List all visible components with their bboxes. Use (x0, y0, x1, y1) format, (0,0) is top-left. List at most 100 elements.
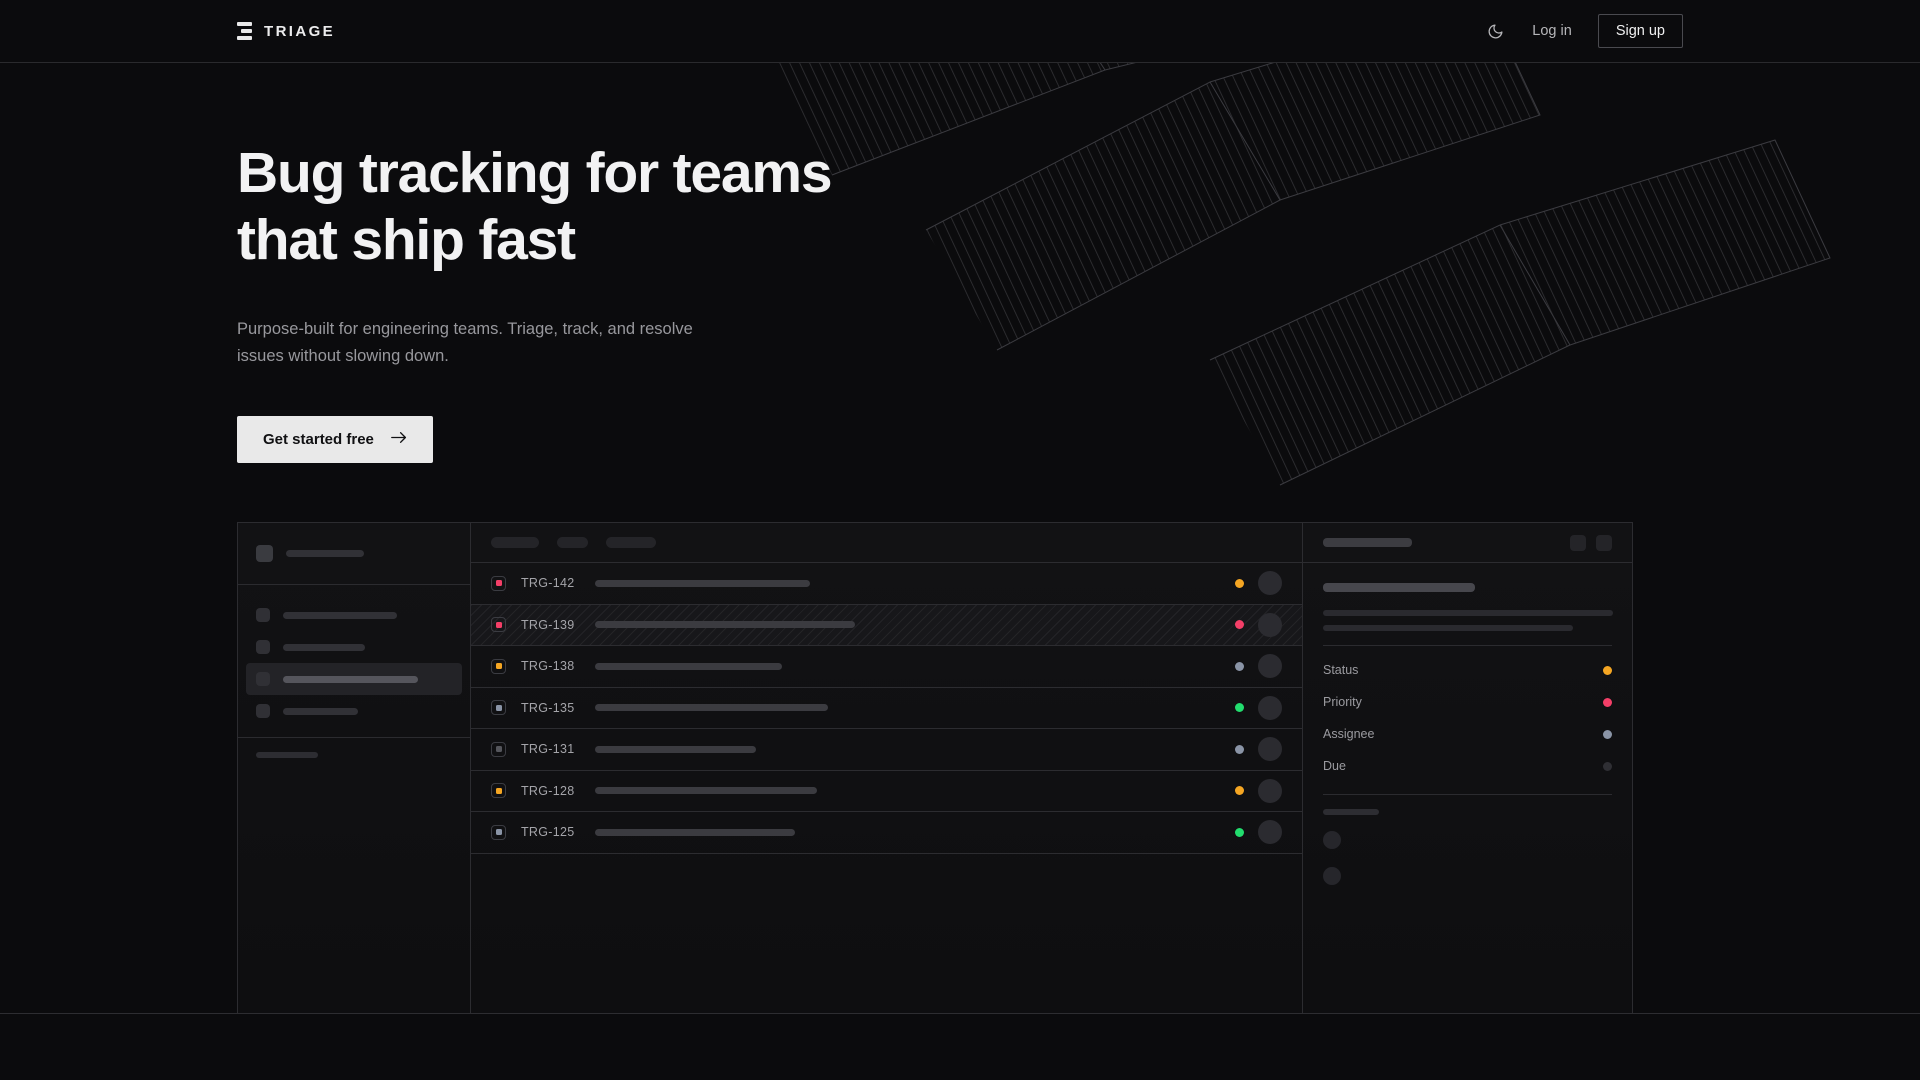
issue-status-dot (1235, 786, 1244, 795)
sidebar-project-dots (256, 780, 452, 840)
issue-status-dot (1235, 620, 1244, 629)
meta-label: Priority (1323, 695, 1362, 709)
detail-action-buttons[interactable] (1570, 535, 1612, 551)
sidebar-project-item[interactable] (256, 800, 452, 820)
cta-label: Get started free (263, 431, 374, 448)
sidebar-nav-item[interactable] (246, 631, 462, 663)
nav-item-icon (256, 608, 270, 622)
issue-type-icon (491, 576, 506, 591)
sidebar-section-label (256, 752, 318, 758)
issue-id: TRG-131 (521, 742, 583, 756)
detail-title-placeholder (1323, 538, 1412, 547)
issue-id: TRG-142 (521, 576, 583, 590)
assignee-avatar[interactable] (1258, 654, 1282, 678)
assignee-avatar[interactable] (1258, 779, 1282, 803)
assignee-avatar[interactable] (1258, 571, 1282, 595)
detail-comment-avatar (1323, 867, 1341, 885)
issue-status-dot (1235, 662, 1244, 671)
mockup-sidebar (238, 523, 471, 1014)
app-icon-placeholder (256, 545, 273, 562)
issue-row[interactable]: TRG-142 (471, 563, 1302, 605)
issue-type-icon (491, 617, 506, 632)
mockup-detail-panel: StatusPriorityAssigneeDue (1302, 523, 1632, 1014)
detail-text-line (1323, 610, 1613, 616)
issue-row[interactable]: TRG-125 (471, 812, 1302, 854)
issue-status-dot (1235, 703, 1244, 712)
issue-type-icon (491, 659, 506, 674)
nav-item-icon (256, 640, 270, 654)
page-bottom-divider (0, 1013, 1920, 1014)
detail-action-button[interactable] (1596, 535, 1612, 551)
issue-title-placeholder (595, 746, 756, 753)
issue-row[interactable]: TRG-138 (471, 646, 1302, 688)
app-name-placeholder (286, 550, 364, 557)
issue-row[interactable]: TRG-139 (471, 605, 1302, 647)
issue-row[interactable]: TRG-135 (471, 688, 1302, 730)
detail-meta-list: StatusPriorityAssigneeDue (1323, 654, 1612, 782)
issue-status-dot (1235, 579, 1244, 588)
assignee-avatar[interactable] (1258, 737, 1282, 761)
sidebar-project-item[interactable] (256, 820, 452, 840)
headline-line-2: that ship fast (237, 208, 575, 272)
nav-item-label-placeholder (283, 708, 358, 715)
page-title: Bug tracking for teams that ship fast (237, 140, 877, 273)
hero-subhead: Purpose-built for engineering teams. Tri… (237, 316, 707, 369)
detail-meta-row[interactable]: Status (1323, 654, 1612, 686)
mockup-sidebar-logo (256, 545, 452, 562)
sidebar-divider-2 (238, 737, 470, 738)
detail-text-line (1323, 625, 1573, 631)
nav-item-icon (256, 704, 270, 718)
issue-type-icon (491, 742, 506, 757)
issue-id: TRG-125 (521, 825, 583, 839)
issue-row[interactable]: TRG-131 (471, 729, 1302, 771)
nav-item-label-placeholder (283, 612, 397, 619)
assignee-avatar[interactable] (1258, 820, 1282, 844)
issue-status-dot (1235, 828, 1244, 837)
mockup-issue-list: TRG-142TRG-139TRG-138TRG-135TRG-131TRG-1… (471, 523, 1302, 1014)
meta-value-dot (1603, 698, 1612, 707)
issue-title-placeholder (595, 663, 782, 670)
meta-value-dot (1603, 730, 1612, 739)
nav-item-label-placeholder (283, 676, 418, 683)
issue-type-icon (491, 700, 506, 715)
meta-label: Due (1323, 759, 1346, 773)
signup-button[interactable]: Sign up (1598, 14, 1683, 48)
issue-row[interactable]: TRG-128 (471, 771, 1302, 813)
issue-type-icon (491, 783, 506, 798)
toolbar-filter-pill[interactable] (557, 537, 588, 548)
issue-title-placeholder (595, 829, 795, 836)
issue-type-icon (491, 825, 506, 840)
toolbar-filter-pill[interactable] (606, 537, 656, 548)
sidebar-nav-item[interactable] (246, 695, 462, 727)
moon-icon[interactable] (1484, 20, 1506, 42)
nav-item-label-placeholder (283, 644, 365, 651)
sidebar-nav-item[interactable] (246, 599, 462, 631)
top-navigation-bar: TRIAGE Log in Sign up (0, 0, 1920, 63)
meta-label: Assignee (1323, 727, 1374, 741)
nav-item-icon (256, 672, 270, 686)
issue-rows: TRG-142TRG-139TRG-138TRG-135TRG-131TRG-1… (471, 563, 1302, 854)
login-link[interactable]: Log in (1532, 23, 1572, 39)
assignee-avatar[interactable] (1258, 613, 1282, 637)
arrow-right-icon (391, 431, 407, 448)
detail-meta-row[interactable]: Priority (1323, 686, 1612, 718)
meta-value-dot (1603, 762, 1612, 771)
detail-footer-label (1323, 809, 1379, 815)
issue-id: TRG-138 (521, 659, 583, 673)
brand-logo[interactable]: TRIAGE (237, 22, 335, 40)
sidebar-project-item[interactable] (256, 780, 452, 800)
mockup-toolbar (471, 523, 1302, 563)
detail-meta-row[interactable]: Assignee (1323, 718, 1612, 750)
detail-action-button[interactable] (1570, 535, 1586, 551)
detail-panel-header (1303, 523, 1632, 563)
sidebar-nav-item[interactable] (246, 663, 462, 695)
issue-title-placeholder (595, 787, 817, 794)
issue-title-placeholder (595, 621, 855, 628)
detail-heading-placeholder (1323, 583, 1475, 592)
issue-status-dot (1235, 745, 1244, 754)
toolbar-filter-pill[interactable] (491, 537, 539, 548)
get-started-button[interactable]: Get started free (237, 416, 433, 463)
product-mockup: TRG-142TRG-139TRG-138TRG-135TRG-131TRG-1… (237, 522, 1633, 1014)
detail-meta-row[interactable]: Due (1323, 750, 1612, 782)
assignee-avatar[interactable] (1258, 696, 1282, 720)
